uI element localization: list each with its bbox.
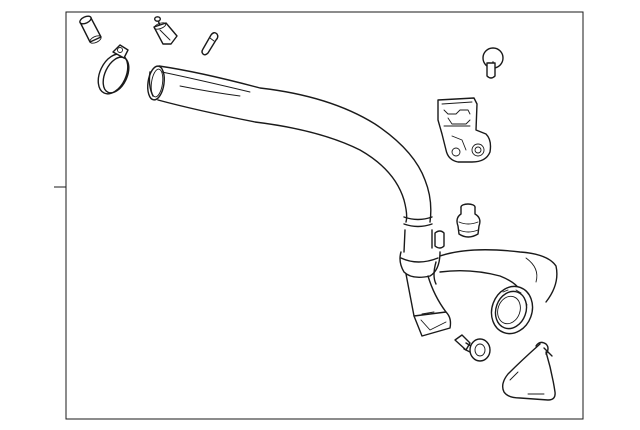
- intercooler-hose-icon: [147, 65, 558, 337]
- bump-stop-icon: [456, 203, 481, 238]
- bolt-icon: [454, 334, 491, 362]
- diagram-frame: [54, 11, 584, 420]
- plug-icon: [79, 15, 102, 44]
- push-pin-icon: [482, 47, 504, 79]
- stud-plug-icon: [153, 16, 178, 45]
- mounting-bracket-icon: [437, 97, 492, 163]
- pin-icon: [201, 32, 219, 56]
- hose-clamp-icon: [97, 44, 130, 95]
- wire-clip-icon: [501, 341, 556, 401]
